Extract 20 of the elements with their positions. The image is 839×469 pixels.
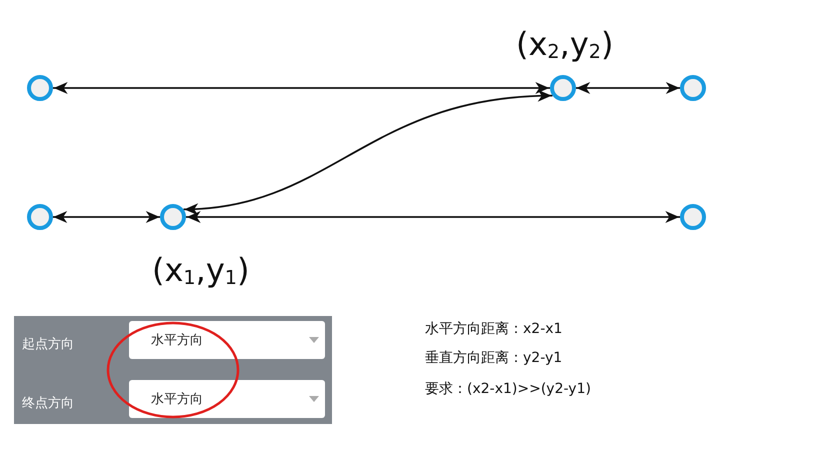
circle-node bbox=[27, 75, 53, 101]
coordinate-label: (x$_{2}$,y$_{2}$) bbox=[516, 28, 614, 62]
field-label: 起点方向 bbox=[22, 336, 74, 353]
note-text: 要求：(x2-x1)>>(y2-y1) bbox=[425, 380, 591, 398]
circle-node bbox=[550, 75, 576, 101]
field-label: 终点方向 bbox=[22, 395, 74, 412]
double-arrow bbox=[53, 82, 550, 94]
double-arrow bbox=[183, 90, 553, 216]
circle-node bbox=[160, 204, 186, 230]
circle-node bbox=[27, 204, 53, 230]
coordinate-label: (x$_{1}$,y$_{1}$) bbox=[152, 254, 250, 288]
double-arrow bbox=[186, 211, 680, 223]
circle-node bbox=[680, 75, 706, 101]
select-field: 水平方向 bbox=[129, 380, 325, 418]
select-field: 水平方向 bbox=[129, 321, 325, 359]
double-arrow bbox=[576, 82, 680, 94]
double-arrow bbox=[53, 211, 160, 223]
circle-node bbox=[680, 204, 706, 230]
note-text: 水平方向距离：x2-x1 bbox=[425, 320, 562, 338]
note-text: 垂直方向距离：y2-y1 bbox=[425, 349, 562, 367]
